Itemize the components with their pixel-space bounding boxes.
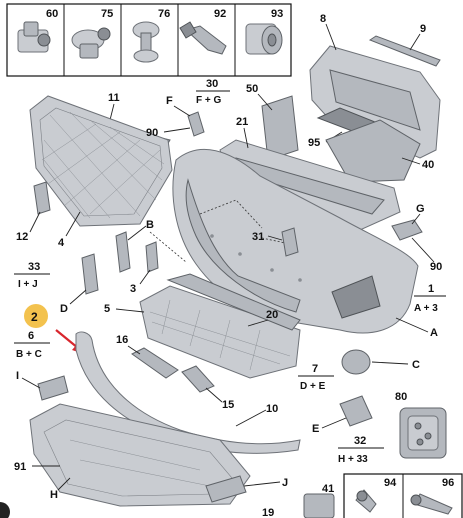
clip-60-icon: [17, 21, 51, 53]
trim-strip-9: 9: [368, 23, 441, 67]
fastener-box-top: 60 75 76 92 93: [6, 3, 292, 77]
label-B: B: [146, 219, 154, 231]
label-90-lower: 90: [430, 261, 442, 273]
label-5: 5: [104, 303, 110, 315]
label-10: 10: [266, 403, 278, 415]
undertray-H: H: [29, 403, 251, 507]
label-93: 93: [271, 8, 283, 20]
label-E: E: [312, 423, 319, 435]
label-C: C: [412, 359, 420, 371]
label-30-sub: F + G: [196, 95, 222, 106]
callout-32: 32 H + 33: [338, 435, 384, 465]
bracket-G: G 90: [391, 203, 442, 273]
label-90-upper: 90: [146, 127, 158, 139]
absorber-50: 50: [246, 83, 299, 161]
label-41: 41: [322, 483, 334, 495]
label-50: 50: [246, 83, 258, 95]
callout-33: 33 I + J: [14, 261, 50, 290]
label-91: 91: [14, 461, 26, 473]
label-H: H: [50, 489, 58, 501]
label-1: 1: [428, 283, 434, 295]
label-3: 3: [130, 283, 136, 295]
grille-4: 4: [29, 95, 173, 249]
bracket-J: J: [205, 475, 288, 503]
label-75: 75: [101, 8, 113, 20]
label-31: 31: [252, 231, 264, 243]
label-40: 40: [422, 159, 434, 171]
callout-7: 7 D + E: [298, 363, 334, 392]
bracket-I: I: [16, 370, 69, 401]
bracket-F: F 90: [146, 95, 205, 139]
label-76: 76: [158, 8, 170, 20]
center-insert-20: 20: [166, 273, 301, 331]
label-30: 30: [206, 78, 218, 90]
fog-cover-C: C: [341, 349, 420, 375]
cover-E: E: [312, 395, 373, 435]
label-I: I: [16, 370, 19, 382]
label-16: 16: [116, 334, 128, 346]
label-32-sub: H + 33: [338, 454, 368, 465]
callout-19: 19: [262, 507, 274, 518]
label-G: G: [416, 203, 425, 215]
trim-15: 15: [181, 365, 234, 411]
bracket-B: B: [115, 219, 154, 273]
screw-94-icon: [355, 489, 377, 513]
nut-93-icon: [245, 23, 283, 55]
label-8: 8: [320, 13, 326, 25]
label-J: J: [282, 477, 288, 489]
label-20: 20: [266, 309, 278, 321]
plug-41: 41: [303, 483, 335, 518]
label-1-sub: A + 3: [414, 303, 438, 314]
callout-30: 30 F + G: [196, 78, 230, 106]
label-11: 11: [108, 92, 120, 104]
bracket-D: D: [60, 253, 99, 315]
label-D: D: [60, 303, 68, 315]
label-F: F: [166, 95, 173, 107]
corner-badge: [0, 502, 10, 518]
lower-grille-5: 5: [104, 285, 301, 379]
label-33: 33: [28, 261, 40, 273]
label-12: 12: [16, 231, 28, 243]
bracket-3: 3: [130, 241, 159, 295]
label-96: 96: [442, 477, 454, 489]
label-33-sub: I + J: [18, 279, 38, 290]
callout-6: 6 B + C: [14, 330, 50, 360]
upper-support-8: 8: [309, 13, 441, 159]
push-pin-76-icon: [132, 21, 160, 63]
clip-75-icon: [71, 27, 111, 59]
label-15: 15: [222, 399, 234, 411]
label-60: 60: [46, 8, 58, 20]
callout-A: A: [395, 317, 438, 339]
label-4: 4: [58, 237, 65, 249]
label-80: 80: [395, 391, 407, 403]
label-6: 6: [28, 330, 34, 342]
screw-96-icon: [410, 493, 453, 515]
carrier-40: 40: [325, 119, 434, 183]
label-2: 2: [31, 310, 38, 324]
label-A: A: [430, 327, 438, 339]
bracket-12: 12: [16, 181, 51, 243]
label-94: 94: [384, 477, 397, 489]
highlight-2: 2: [24, 304, 48, 328]
label-9: 9: [420, 23, 426, 35]
callout-91: 91: [14, 461, 60, 473]
bracket-31: 31: [252, 227, 299, 257]
label-92: 92: [214, 8, 226, 20]
label-7: 7: [312, 363, 318, 375]
label-21: 21: [236, 116, 248, 128]
screw-92-icon: [179, 21, 227, 55]
label-32: 32: [354, 435, 366, 447]
part-box-80: 80: [395, 391, 447, 459]
label-6-sub: B + C: [16, 349, 42, 360]
label-19: 19: [262, 507, 274, 518]
label-95: 95: [308, 137, 320, 149]
label-7-sub: D + E: [300, 381, 326, 392]
fastener-box-bottom: 94 96: [343, 473, 463, 518]
trim-16: 16: [116, 334, 179, 379]
